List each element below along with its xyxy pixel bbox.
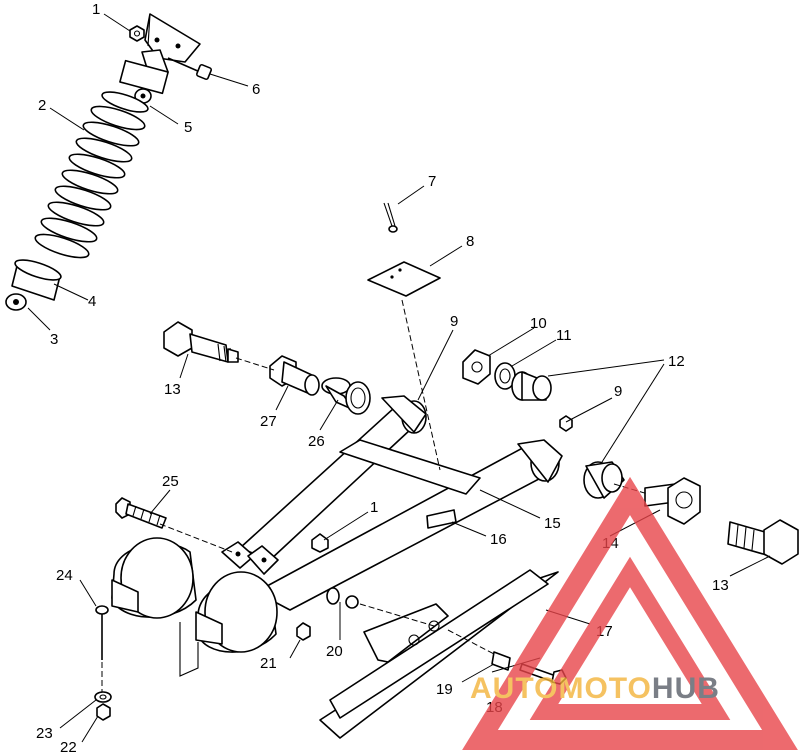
callout-10: 10	[530, 315, 547, 332]
callout-9-right: 9	[614, 383, 622, 400]
leader-lines	[27, 13, 771, 743]
spacer-washers	[326, 587, 359, 609]
center-bolt-nut	[311, 533, 329, 553]
pivot-bolt-left	[163, 321, 239, 363]
callout-22: 22	[60, 739, 77, 752]
swing-arm	[111, 395, 563, 677]
callout-labels: 1 2 3 4 5 6 7 8 9 9 10 11 12 13 13 14 15…	[36, 1, 729, 752]
watermark-triangle-icon	[462, 476, 798, 750]
callout-6: 6	[252, 81, 260, 98]
callout-21: 21	[260, 655, 277, 672]
flange-nut	[296, 622, 311, 641]
guard-spacer	[491, 651, 511, 671]
callout-27: 27	[260, 413, 277, 430]
flange-bushing-right	[511, 371, 552, 401]
mount-nut	[129, 25, 145, 42]
callout-12: 12	[668, 353, 685, 370]
mount-bolt	[167, 57, 213, 81]
callout-16: 16	[490, 531, 507, 548]
shock-spring	[34, 91, 149, 259]
callout-1: 1	[92, 1, 100, 18]
callout-20: 20	[326, 643, 343, 660]
callout-1-lower: 1	[370, 499, 378, 516]
callout-9-left: 9	[450, 313, 458, 330]
long-bolt	[95, 605, 109, 660]
skid-plate	[367, 261, 441, 297]
callout-7: 7	[428, 173, 436, 190]
callout-26: 26	[308, 433, 325, 450]
callout-4: 4	[88, 293, 96, 310]
callout-11: 11	[556, 327, 572, 344]
callout-25: 25	[162, 473, 179, 490]
flat-washer-lower	[94, 691, 112, 703]
callout-13-left: 13	[164, 381, 181, 398]
watermark-word-light: AUTOMOTO	[470, 672, 652, 705]
chain-guard-rail	[319, 569, 559, 739]
callout-15: 15	[544, 515, 561, 532]
shock-lower-bolt	[115, 497, 167, 529]
pivot-bushing-left	[269, 355, 320, 396]
watermark-logo: AUTOMOTOHUB	[462, 476, 798, 750]
lock-nut	[462, 349, 491, 385]
callout-8: 8	[466, 233, 474, 250]
callout-3: 3	[50, 331, 58, 348]
callout-5: 5	[184, 119, 192, 136]
watermark-text: AUTOMOTOHUB	[470, 672, 720, 705]
pivot-bushing-right	[583, 461, 625, 499]
nut-lower	[96, 703, 111, 721]
flange-bushing-left	[321, 377, 371, 415]
callout-23: 23	[36, 725, 53, 742]
pivot-bolt-right-lower	[727, 519, 799, 565]
flat-washer	[494, 362, 516, 390]
grease-fitting	[559, 415, 573, 432]
cotter-pin	[383, 202, 398, 233]
callout-2: 2	[38, 97, 46, 114]
callout-24: 24	[56, 567, 73, 584]
shock-body	[5, 259, 62, 311]
callout-13-right: 13	[712, 577, 729, 594]
callout-19: 19	[436, 681, 453, 698]
pivot-bolt-right-upper	[644, 477, 701, 525]
watermark-word-dark: HUB	[652, 672, 720, 705]
